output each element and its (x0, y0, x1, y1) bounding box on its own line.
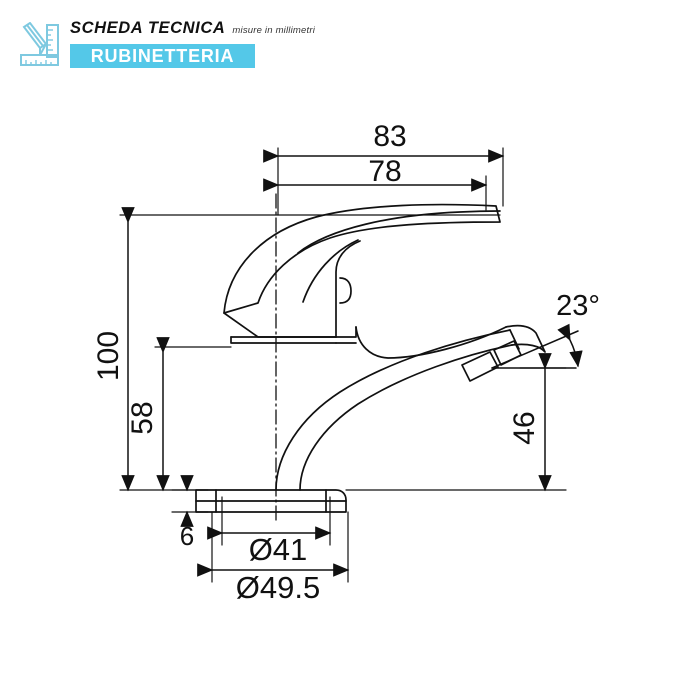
dimension-label-diameter-49-5: Ø49.5 (236, 570, 320, 605)
header-title-row: SCHEDA TECNICA misure in millimetri (70, 19, 315, 39)
dimension-label-100: 100 (92, 331, 125, 381)
page-title: SCHEDA TECNICA (70, 19, 226, 37)
pencil-ruler-icon (20, 22, 59, 66)
category-banner: RUBINETTERIA (70, 44, 255, 68)
dimension-label-46: 46 (508, 411, 541, 444)
dimension-label-diameter-41: Ø41 (249, 532, 308, 567)
dimension-aerator-angle (491, 323, 583, 369)
datasheet-header: SCHEDA TECNICA misure in millimetri RUBI… (0, 0, 700, 90)
dimension-label-78: 78 (368, 155, 401, 188)
dimension-label-58: 58 (126, 401, 159, 434)
dimension-label-83: 83 (373, 120, 406, 153)
page-subtitle: misure in millimetri (232, 25, 316, 36)
dimension-label-23-degrees: 23° (556, 290, 600, 322)
dimension-label-6: 6 (180, 521, 194, 551)
faucet-outline (195, 203, 546, 513)
category-banner-label: RUBINETTERIA (90, 46, 235, 66)
